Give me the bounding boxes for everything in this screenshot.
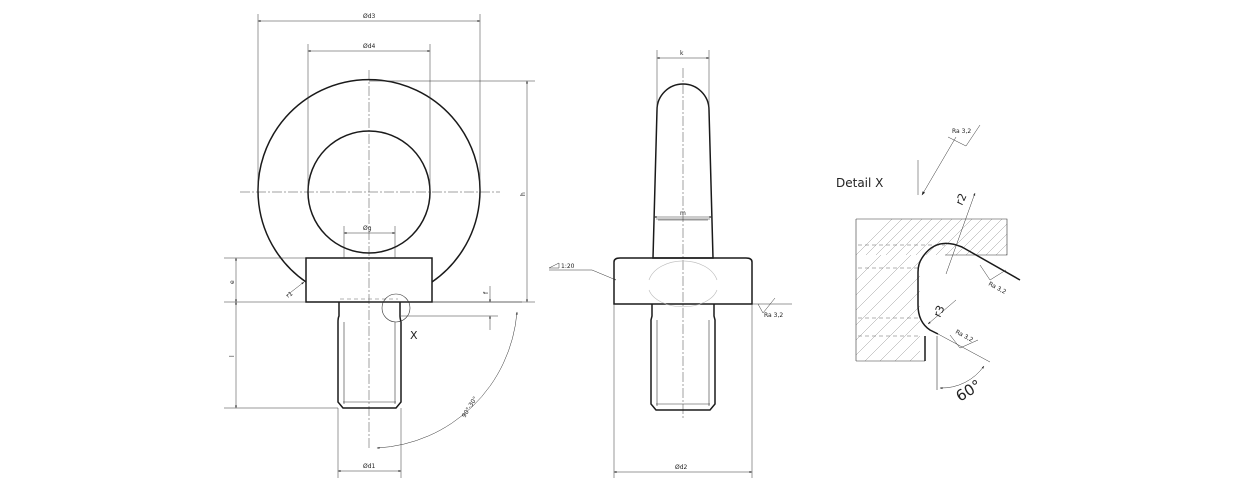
e-label: e: [229, 280, 236, 284]
angle-60-arc: [939, 365, 985, 390]
detail-title: Detail X: [836, 176, 883, 190]
detail-x-view: Detail X: [836, 124, 1021, 405]
g-label: Øg: [363, 225, 372, 232]
r3-label: r3: [931, 303, 948, 319]
f-label: f: [483, 291, 490, 294]
k-label: k: [680, 50, 684, 57]
detail-profile-curve: [917, 242, 1021, 335]
taper-symbol: [548, 262, 560, 269]
l-label: l: [229, 355, 236, 357]
h-label: h: [520, 192, 527, 196]
hatch-bottom: [856, 255, 920, 361]
detail-x-circle: [381, 293, 411, 323]
bolt-shank: [337, 302, 402, 409]
angle-label: 90°-30°: [461, 395, 479, 419]
angle-60-flank: [937, 333, 991, 363]
side-view: k m Ød2 1:20 Ra 3,2: [548, 50, 792, 478]
d3-label: Ød3: [363, 13, 376, 20]
r2-label: r2: [953, 191, 970, 207]
d4-label: Ød4: [363, 43, 376, 50]
detail-x-marker: X: [410, 329, 418, 342]
taper-label: 1:20: [561, 263, 575, 270]
detail-roughness-low-symbol: [949, 334, 979, 349]
side-roughness-symbol: [757, 297, 776, 314]
detail-roughness-mid-symbol: [979, 264, 1007, 281]
detail-roughness-top-leader: [921, 136, 957, 196]
m-label: m: [680, 210, 686, 217]
r1-label: r1: [285, 290, 294, 299]
front-view: X Ød3 Ød4 Øg h e l f: [224, 13, 535, 478]
angle-arc: [376, 311, 518, 449]
detail-roughness-top-label: Ra 3,2: [952, 128, 971, 135]
r3-leader: [927, 299, 957, 325]
taper-leader: [591, 269, 617, 281]
side-roughness-label: Ra 3,2: [764, 312, 783, 319]
hatch-top: [856, 219, 1007, 255]
collar-ghost-circle: [648, 260, 718, 281]
side-bolt-shank: [650, 304, 716, 411]
d2-label: Ød2: [675, 464, 688, 471]
r1-leader: [285, 281, 305, 297]
d1-label: Ød1: [363, 463, 376, 470]
detail-roughness-low-label: Ra 3,2: [954, 329, 974, 344]
detail-roughness-mid-label: Ra 3,2: [987, 281, 1007, 296]
side-collar-outline: [613, 257, 753, 305]
ring-outer-contour: [257, 78, 481, 283]
collar-ghost-bottom: [648, 289, 718, 308]
angle-60-label: 60°: [953, 376, 985, 405]
r2-leader: [945, 192, 976, 275]
